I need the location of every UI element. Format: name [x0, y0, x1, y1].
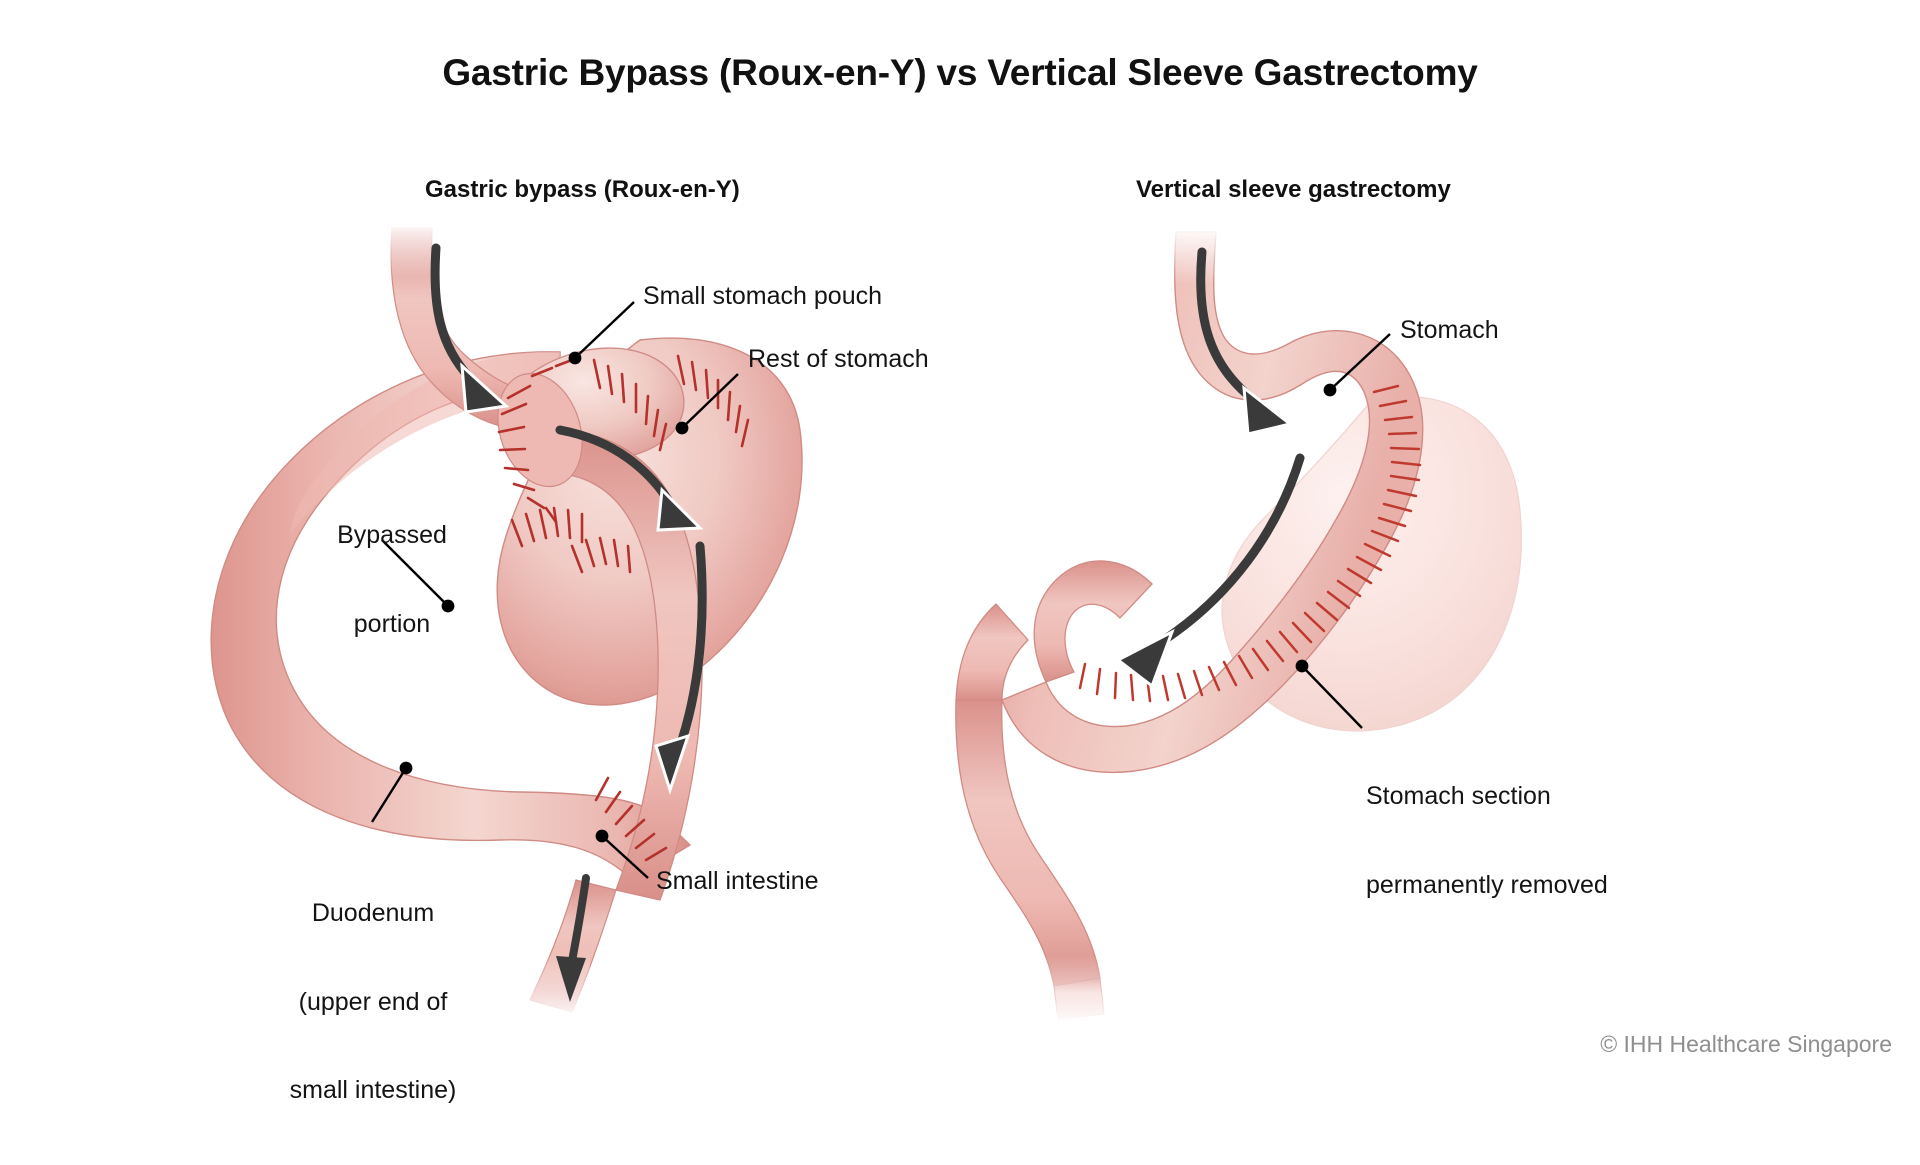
staple-line-sleeve	[1078, 384, 1422, 703]
suture-pouch-anastomosis	[497, 358, 574, 524]
copyright-notice: © IHH Healthcare Singapore	[1600, 1031, 1892, 1057]
sleeve-lower-curve	[930, 668, 1046, 738]
suture-roux-upper	[570, 536, 632, 574]
esophagus-left	[384, 222, 530, 431]
diagram-page: Gastric Bypass (Roux-en-Y) vs Vertical S…	[210, 52, 1892, 1104]
suture-lines-left	[497, 354, 750, 862]
leader-lines-right	[1295, 333, 1391, 729]
label-stomach: Stomach	[1400, 316, 1499, 344]
arrow-esophagus-to-pouch	[430, 243, 510, 414]
leader-stomach-removed	[1295, 659, 1363, 729]
label-duodenum-line1: Duodenum	[311, 899, 435, 927]
leader-duodenum	[370, 761, 413, 823]
label-small-stomach-pouch: Small stomach pouch	[643, 282, 883, 310]
label-duodenum: Duodenum (upper end of small intestine)	[248, 840, 498, 1165]
suture-jejunojejunal	[594, 776, 668, 862]
sleeve-duodenum	[955, 560, 1153, 1022]
leader-stomach	[1323, 333, 1391, 397]
label-removed-line1: Stomach section	[1366, 782, 1551, 810]
leader-small-intestine	[595, 829, 649, 879]
label-duodenum-line2: (upper end of	[298, 987, 448, 1016]
suture-pouch-lower	[510, 506, 584, 548]
arrow-sleeve-lower	[1115, 453, 1305, 689]
sleeve-stomach	[1001, 226, 1424, 774]
arrow-roux-upper	[555, 425, 704, 532]
suture-remnant-divide	[676, 354, 750, 448]
small-intestine-distal	[520, 879, 617, 1020]
roux-limb	[539, 430, 703, 901]
arrow-distal-intestine	[556, 874, 590, 1002]
label-bypassed-portion-line1: Bypassed	[337, 521, 447, 549]
arrow-roux-lower	[654, 541, 707, 795]
label-bypassed-portion-line2: portion	[353, 609, 431, 638]
arrow-sleeve-upper	[1196, 247, 1294, 436]
leader-rest-of-stomach	[675, 373, 739, 435]
leader-small-stomach-pouch	[568, 301, 635, 365]
label-duodenum-line3: small intestine)	[289, 1076, 457, 1104]
gastrojejunal-anastomosis	[497, 372, 583, 488]
panel-title-gastric-bypass: Gastric bypass (Roux-en-Y)	[425, 176, 740, 203]
label-bypassed-portion: Bypassed portion	[302, 462, 482, 698]
small-stomach-pouch-shape	[515, 347, 685, 461]
flow-arrows-right	[1115, 247, 1305, 689]
label-rest-of-stomach: Rest of stomach	[748, 345, 929, 373]
page-title: Gastric Bypass (Roux-en-Y) vs Vertical S…	[442, 52, 1478, 93]
label-stomach-section-removed: Stomach section permanently removed	[1366, 723, 1608, 959]
panel-title-sleeve-gastrectomy: Vertical sleeve gastrectomy	[1136, 176, 1451, 203]
suture-pouch-divide-upper	[592, 358, 668, 452]
label-small-intestine: Small intestine	[656, 867, 819, 895]
removed-stomach-section	[1221, 396, 1522, 732]
label-removed-line2: permanently removed	[1366, 870, 1608, 899]
